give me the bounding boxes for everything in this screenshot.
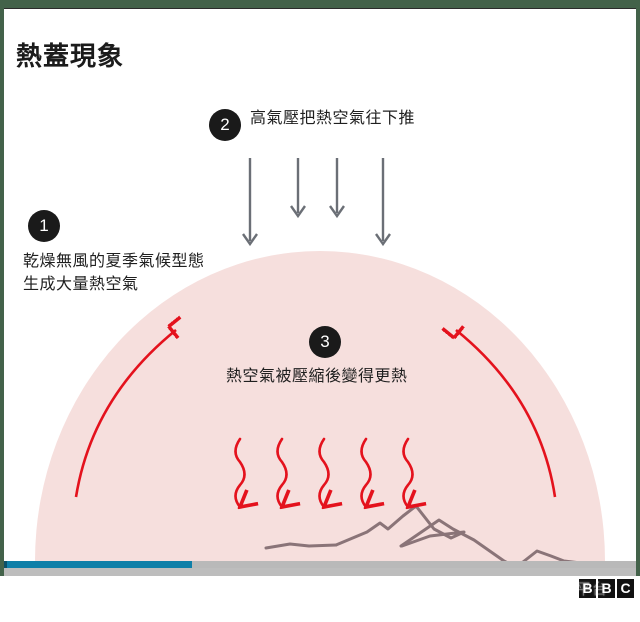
footer-strip: B B C xyxy=(0,576,640,622)
step-caption-3: 熱空氣被壓縮後變得更熱 xyxy=(226,368,408,385)
channel-watermark: 卡城华人信息平台 xyxy=(455,578,608,599)
video-progress-fill xyxy=(4,561,192,568)
bbc-logo-letter-3: C xyxy=(617,579,634,598)
step-caption-1: 乾燥無風的夏季氣候型態 生成大量熱空氣 xyxy=(23,253,205,293)
bbc-logo-letter-1: B xyxy=(579,579,596,598)
compression-wave-4 xyxy=(360,437,371,507)
compression-wave-1 xyxy=(234,437,245,507)
pressure-arrowhead-1 xyxy=(242,233,258,247)
pressure-arrowhead-2 xyxy=(290,205,306,219)
video-progress-track[interactable] xyxy=(4,561,636,568)
video-control-bar[interactable] xyxy=(4,568,636,576)
pressure-arrowhead-3 xyxy=(329,205,345,219)
compression-wave-3 xyxy=(318,437,329,507)
step-badge-1: 1 xyxy=(28,210,60,242)
bbc-logo: B B C xyxy=(579,579,634,598)
video-progress-handle[interactable] xyxy=(4,561,7,568)
watermark-label: 卡城华人信息平台 xyxy=(480,581,609,598)
diagram-stage: 1 乾燥無風的夏季氣候型態 生成大量熱空氣 2 高氣壓把熱空氣往下推 3 熱空氣… xyxy=(4,8,636,576)
rising-air-arrow-left xyxy=(74,330,176,498)
paw-logo-icon xyxy=(455,579,474,598)
step-badge-3: 3 xyxy=(309,326,341,358)
heat-arrows-layer xyxy=(74,8,557,576)
compression-wave-2 xyxy=(276,437,287,507)
rising-air-arrow-right xyxy=(456,330,557,498)
page-title: 熱蓋現象 xyxy=(16,41,125,71)
step-badge-2: 2 xyxy=(209,109,241,141)
illustration-card: 熱蓋現象 xyxy=(4,8,636,576)
bbc-logo-letter-2: B xyxy=(598,579,615,598)
compression-wave-5 xyxy=(402,437,413,507)
step-caption-2: 高氣壓把熱空氣往下推 xyxy=(250,110,416,127)
top-divider xyxy=(4,8,636,9)
pressure-arrowhead-4 xyxy=(375,233,391,247)
